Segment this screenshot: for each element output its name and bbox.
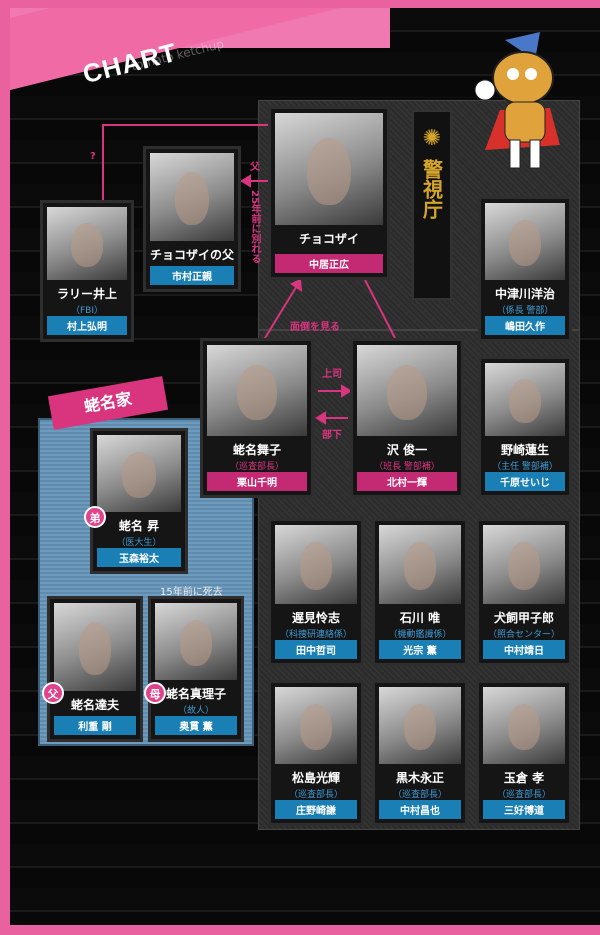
photo (155, 603, 237, 680)
character-name: ラリー井上 (56, 287, 117, 301)
character-role: （故人） (177, 706, 214, 716)
actor-name: 玉森裕太 (97, 548, 181, 567)
character-role: （機動鑑識係） (388, 630, 452, 640)
actor-name: 中村靖日 (483, 640, 565, 659)
photo (207, 345, 307, 436)
actor-name: 栗山千明 (207, 472, 307, 491)
character-card-hayami[interactable]: 遅見怜志 （科捜研連絡係） 田中哲司 (268, 518, 364, 666)
character-name: 蛯名舞子 (232, 443, 281, 457)
character-name: 遅見怜志 (291, 611, 340, 625)
photo (54, 603, 136, 691)
character-role: （巡査部長） (229, 462, 284, 472)
father-badge: 父 (42, 682, 64, 704)
looks-after-arrow (264, 283, 299, 339)
actor-name: 利重 剛 (54, 716, 136, 735)
character-card-father[interactable]: チョコザイの父 市村正親 (143, 146, 241, 292)
photo (97, 435, 181, 512)
character-role: （巡査部長） (496, 790, 551, 800)
character-role: （巡査部長） (288, 790, 343, 800)
character-card-kuroki[interactable]: 黒木永正 （巡査部長） 中村昌也 (372, 680, 468, 826)
character-name: 石川 唯 (399, 611, 441, 625)
actor-name: 奥貫 薫 (155, 716, 237, 735)
character-name: 野崎蓮生 (500, 443, 549, 457)
character-role: （科捜研連絡係） (279, 630, 352, 640)
character-card-mariko[interactable]: 蛯名真理子 （故人） 奥貫 薫 (148, 596, 244, 742)
character-role: （班長 警部補） (374, 462, 440, 472)
character-card-matsushima[interactable]: 松島光輝 （巡査部長） 庄野崎謙 (268, 680, 364, 826)
character-card-nozaki[interactable]: 野崎蓮生 （主任 警部補） 千原せいじ (478, 356, 572, 498)
mother-badge: 母 (144, 682, 166, 704)
character-name: 沢 俊一 (386, 443, 428, 457)
character-name: チョコザイの父 (150, 248, 235, 262)
actor-name: 田中哲司 (275, 640, 357, 659)
actor-name: 千原せいじ (485, 472, 565, 491)
character-role: （FBI） (70, 306, 103, 316)
actor-name: 村上弘明 (47, 316, 127, 335)
police-crest-icon: ✺ (422, 126, 442, 151)
character-name: 黒木永正 (395, 771, 444, 785)
character-card-ishikawa[interactable]: 石川 唯 （機動鑑識係） 光宗 薫 (372, 518, 468, 666)
character-role: （主任 警部補） (492, 462, 558, 472)
chart-canvas: tomato ketchup CHART ? 父 25年前に別れる 面倒を見る … (10, 8, 600, 925)
character-card-maiko[interactable]: 蛯名舞子 （巡査部長） 栗山千明 (200, 338, 314, 498)
character-card-noboru[interactable]: 蛯名 昇 （医大生） 玉森裕太 (90, 428, 188, 574)
mascot-icon (474, 32, 560, 169)
actor-name: 嶋田久作 (485, 316, 565, 335)
relation-lines (102, 124, 396, 425)
actor-name: 光宗 薫 (379, 640, 461, 659)
photo (485, 363, 565, 436)
character-role: （照合センター） (487, 630, 560, 640)
police-plank: ✺ 警視庁 (412, 110, 452, 300)
photo (47, 207, 127, 280)
character-card-tamakura[interactable]: 玉倉 孝 （巡査部長） 三好博道 (476, 680, 572, 826)
police-label: 警視庁 (419, 159, 444, 219)
character-card-tatsuo[interactable]: 蛯名達夫 利重 剛 (47, 596, 143, 742)
father-label: 父 (250, 162, 260, 173)
photo (379, 525, 461, 604)
photo (485, 203, 565, 280)
photo (275, 525, 357, 604)
question-label: ? (90, 151, 96, 162)
photo (483, 525, 565, 604)
character-name: 蛯名真理子 (165, 687, 226, 701)
question-line (102, 124, 268, 200)
actor-name: 中村昌也 (379, 800, 461, 819)
photo (379, 687, 461, 764)
character-name: 松島光輝 (291, 771, 340, 785)
character-card-larry[interactable]: ラリー井上 （FBI） 村上弘明 (40, 200, 134, 342)
character-name: 犬飼甲子郎 (493, 611, 554, 625)
looks-after-label: 面倒を見る (290, 322, 340, 333)
boss-label: 上司 (322, 369, 342, 380)
photo (275, 687, 357, 764)
actor-name: 北村一輝 (357, 472, 457, 491)
actor-name: 市村正親 (150, 266, 234, 285)
character-card-nakatsugawa[interactable]: 中津川洋治 （係長 警部） 嶋田久作 (478, 196, 572, 342)
character-role: （巡査部長） (392, 790, 447, 800)
character-role: （医大生） (116, 538, 162, 548)
character-name: 中津川洋治 (494, 287, 555, 301)
character-name: 蛯名 昇 (118, 519, 160, 533)
deceased-note: 15年前に死去 (160, 587, 223, 598)
photo (150, 153, 234, 241)
actor-name: 三好博道 (483, 800, 565, 819)
actor-name: 庄野崎謙 (275, 800, 357, 819)
actor-name: 中居正広 (275, 254, 383, 273)
character-name: 蛯名達夫 (70, 698, 119, 712)
photo (357, 345, 457, 436)
photo (483, 687, 565, 764)
character-role: （係長 警部） (496, 306, 554, 316)
character-card-sawa[interactable]: 沢 俊一 （班長 警部補） 北村一輝 (350, 338, 464, 498)
subordinate-label: 部下 (322, 430, 342, 441)
character-name: 玉倉 孝 (503, 771, 545, 785)
brother-badge: 弟 (84, 506, 106, 528)
character-card-chokozai[interactable]: チョコザイ 中居正広 (268, 106, 390, 280)
character-name: チョコザイ (298, 232, 359, 246)
separated-label: 25年前に別れる (249, 190, 260, 264)
character-card-inukai[interactable]: 犬飼甲子郎 （照合センター） 中村靖日 (476, 518, 572, 666)
chokozai-sawa-line (364, 279, 396, 339)
photo (275, 113, 383, 225)
